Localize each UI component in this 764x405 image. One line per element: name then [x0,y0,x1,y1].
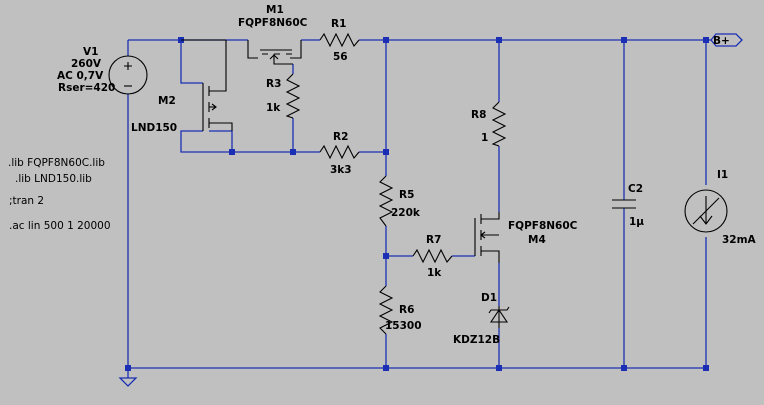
directive-lib-lnd150[interactable]: .lib LND150.lib [15,173,92,185]
i1-name: I1 [717,169,728,181]
zener-diode-d1-symbol[interactable] [488,306,510,328]
wires [127,39,707,378]
r3-value: 1k [266,102,281,114]
directive-lib-fqpf8n60c[interactable]: .lib FQPF8N60C.lib [8,157,105,169]
r1-name: R1 [331,18,346,30]
r8-value: 1 [481,132,488,144]
resistor-r6-symbol[interactable] [378,285,394,335]
current-source-i1-symbol[interactable] [684,189,728,233]
m1-name: M1 [266,4,284,16]
v1-value-line-3: Rser=420 [58,82,115,94]
m1-model: FQPF8N60C [238,17,308,29]
m2-name: M2 [158,95,176,107]
labels: V1 260V AC 0,7V Rser=420 M1 FQPF8N60C M2… [8,4,757,346]
v1-value-line-1: 260V [71,58,102,70]
mosfet-m4-symbol[interactable] [474,212,500,263]
r1-value: 56 [333,51,348,63]
resistor-r3-symbol[interactable] [285,73,301,119]
d1-name: D1 [481,292,497,304]
r6-value: 15300 [385,320,422,332]
i1-value: 32mA [722,234,757,246]
resistor-r2-symbol[interactable] [319,144,360,160]
r6-name: R6 [399,304,414,316]
net-flag-b-plus[interactable]: B+ [706,33,743,47]
mosfet-m2-symbol[interactable] [181,39,233,131]
m4-model: FQPF8N60C [508,220,578,232]
voltage-source-v1-symbol[interactable] [108,55,148,95]
r2-value: 3k3 [330,164,352,176]
directive-tran[interactable]: ;tran 2 [9,195,44,207]
c2-name: C2 [628,183,643,195]
r8-name: R8 [471,109,486,121]
m2-model: LND150 [131,122,177,134]
r5-name: R5 [399,189,414,201]
resistor-r7-symbol[interactable] [412,248,453,264]
m4-name: M4 [528,234,546,246]
v1-value-line-2: AC 0,7V [57,70,104,82]
net-label-b-plus: B+ [713,35,730,47]
ground-symbol [118,377,138,387]
resistor-r5-symbol[interactable] [378,175,394,227]
resistor-r8-symbol[interactable] [491,101,507,147]
capacitor-c2-symbol[interactable] [612,199,636,209]
r5-value: 220k [391,207,421,219]
r7-value: 1k [427,267,442,279]
resistor-r1-symbol[interactable] [319,32,360,48]
r7-name: R7 [426,234,441,246]
c2-value: 1µ [629,216,644,228]
d1-value: KDZ12B [453,334,500,346]
r3-name: R3 [266,78,281,90]
mosfet-m1-symbol[interactable] [247,40,302,65]
r2-name: R2 [333,131,348,143]
v1-name: V1 [83,46,98,58]
directive-ac[interactable]: .ac lin 500 1 20000 [9,220,111,232]
